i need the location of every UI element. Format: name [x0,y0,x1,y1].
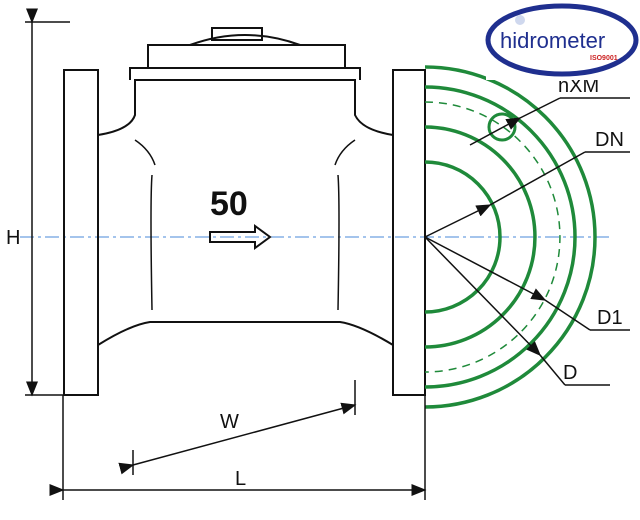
meter-body [97,79,394,346]
flow-arrow-icon [209,224,272,250]
svg-text:ISO9001: ISO9001 [590,55,618,62]
bolt-holes-label: nXM [558,75,599,97]
flange-circles [424,65,597,409]
d-label: D [563,362,577,384]
right-flange [392,69,426,396]
length-label: L [235,468,246,490]
svg-text:hidrometer: hidrometer [500,28,605,53]
nominal-size-label: 50 [210,185,248,223]
dn-label: DN [595,129,624,151]
d1-label: D1 [597,307,623,329]
hidrometer-logo: hidrometer ISO9001 [485,0,640,80]
meter-cap [129,27,361,80]
height-label: H [6,227,20,249]
left-flange [63,69,99,396]
width-label: W [220,411,239,433]
